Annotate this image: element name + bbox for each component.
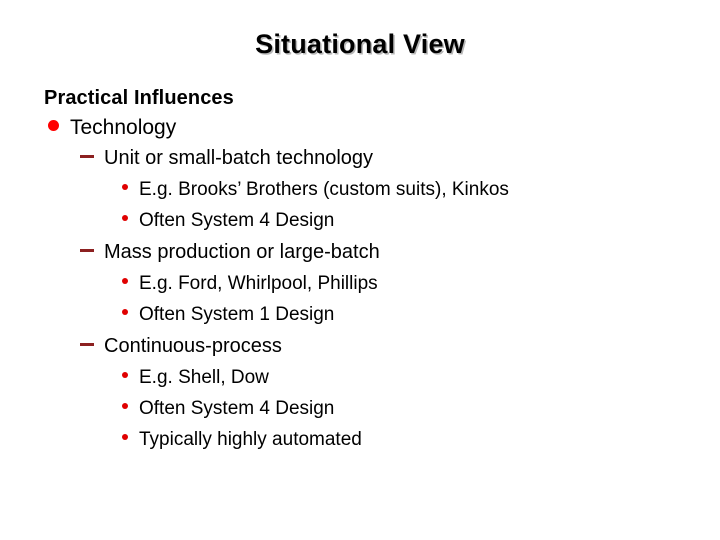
bullet-text: E.g. Brooks’ Brothers (custom suits), Ki… xyxy=(139,179,509,200)
bullet-line-heading: Practical Influences xyxy=(44,85,704,112)
bullet-line-highly-automated: Typically highly automated xyxy=(122,424,704,455)
maroon-dash-bullet-icon xyxy=(80,331,104,362)
red-dot-bullet-icon xyxy=(122,205,139,236)
bullet-line-system1-design: Often System 1 Design xyxy=(122,299,704,330)
red-dot-bullet-icon xyxy=(122,268,139,299)
bullet-text: Technology xyxy=(70,116,177,139)
bullet-line-technology: Technology xyxy=(48,112,704,143)
maroon-dash-bullet-icon xyxy=(80,143,104,174)
bullet-line-brooks-brothers: E.g. Brooks’ Brothers (custom suits), Ki… xyxy=(122,174,704,205)
red-dot-bullet-icon xyxy=(122,174,139,205)
bullet-text: E.g. Ford, Whirlpool, Phillips xyxy=(139,273,378,294)
bullet-line-unit-small-batch: Unit or small-batch technology xyxy=(80,143,704,174)
red-dot-bullet-icon xyxy=(122,424,139,455)
slide-body-content: Practical Influences Technology Unit or … xyxy=(44,85,704,455)
bullet-text: Unit or small-batch technology xyxy=(104,147,374,169)
bullet-text: Often System 1 Design xyxy=(139,304,335,325)
bullet-text: Practical Influences xyxy=(44,87,234,109)
bullet-text: Often System 4 Design xyxy=(139,210,335,231)
red-dot-bullet-icon xyxy=(122,299,139,330)
bullet-text: Mass production or large-batch xyxy=(104,241,380,263)
red-dot-bullet-icon xyxy=(122,393,139,424)
bullet-text: Often System 4 Design xyxy=(139,398,335,419)
bullet-line-continuous-process: Continuous-process xyxy=(80,331,704,362)
slide-title: Situational View xyxy=(255,29,465,59)
bullet-line-system4-design-a: Often System 4 Design xyxy=(122,205,704,236)
bullet-text: Typically highly automated xyxy=(139,429,362,450)
bullet-line-mass-production: Mass production or large-batch xyxy=(80,237,704,268)
bullet-text: Continuous-process xyxy=(104,335,282,357)
bullet-text: E.g. Shell, Dow xyxy=(139,367,269,388)
bullet-line-system4-design-b: Often System 4 Design xyxy=(122,393,704,424)
red-dot-bullet-icon xyxy=(122,362,139,393)
bullet-line-shell-dow: E.g. Shell, Dow xyxy=(122,362,704,393)
bullet-line-ford-whirlpool-phillips: E.g. Ford, Whirlpool, Phillips xyxy=(122,268,704,299)
red-disc-bullet-icon xyxy=(48,119,70,135)
maroon-dash-bullet-icon xyxy=(80,237,104,268)
